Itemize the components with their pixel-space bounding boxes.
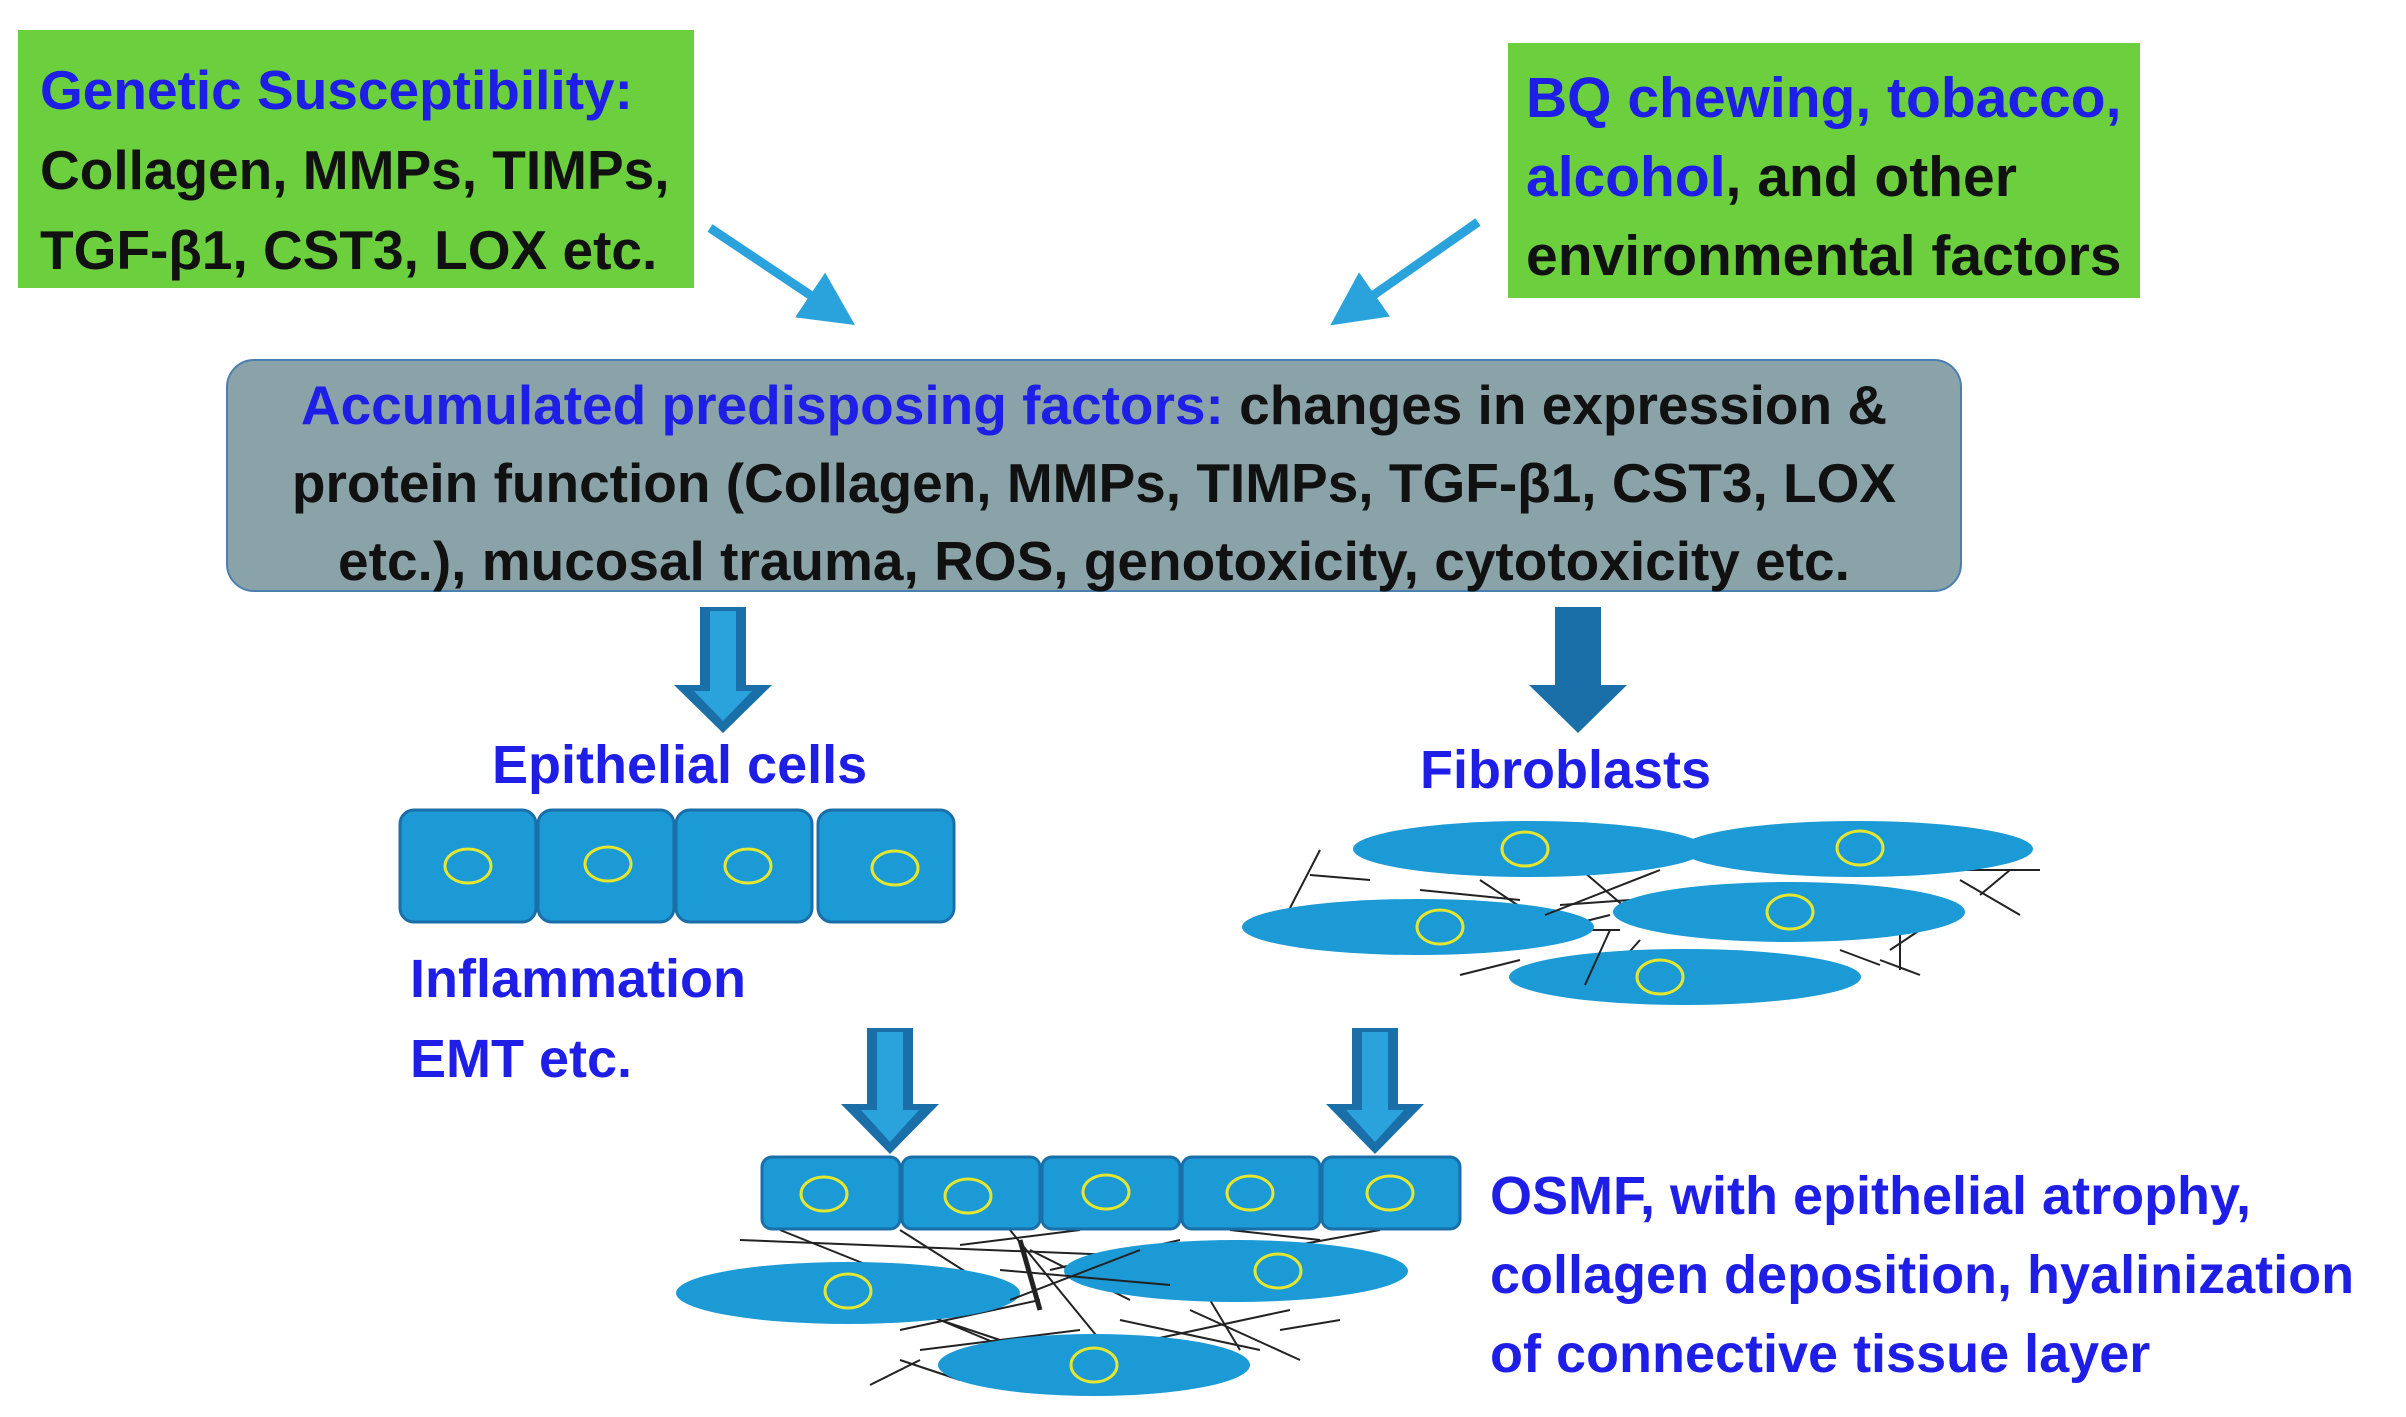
- inflammation-label: Inflammation: [410, 949, 747, 1009]
- epithelial-cells-label: Epithelial cells: [492, 735, 868, 795]
- down-arrow-epithelial: [674, 607, 772, 733]
- arrow-env-to-accum: [1330, 218, 1481, 326]
- genetic-title: Genetic Susceptibility:: [40, 59, 633, 121]
- accum-line2: protein function (Collagen, MMPs, TIMPs,…: [291, 452, 1897, 514]
- env-line2: alcohol, and other: [1526, 138, 2140, 217]
- osmf-tissue: [676, 1155, 1462, 1396]
- osmf-line1: OSMF, with epithelial atrophy,: [1490, 1166, 2252, 1226]
- accum-text1: changes in expression &: [1223, 374, 1888, 436]
- accumulated-factors-box: Accumulated predisposing factors: change…: [226, 359, 1962, 592]
- down-arrow-osmf-right: [1326, 1028, 1424, 1154]
- arrow-genetic-to-accum: [707, 224, 855, 326]
- epithelial-cells: [398, 808, 956, 924]
- down-arrow-osmf-left: [841, 1028, 939, 1154]
- accum-line1: Accumulated predisposing factors: change…: [258, 366, 1930, 444]
- osmf-description: OSMF, with epithelial atrophy, collagen …: [1490, 1157, 2390, 1394]
- environmental-factors-box: BQ chewing, tobacco, alcohol, and other …: [1508, 43, 2140, 298]
- genetic-line1: Collagen, MMPs, TIMPs,: [40, 139, 670, 201]
- env-line2-rest: , and other: [1725, 145, 2017, 209]
- env-line1: BQ chewing, tobacco,: [1526, 66, 2122, 130]
- fibroblasts-label: Fibroblasts: [1420, 740, 1712, 800]
- osmf-line2: collagen deposition, hyalinization: [1490, 1245, 2355, 1305]
- osmf-line3: of connective tissue layer: [1490, 1324, 2151, 1384]
- accum-title: Accumulated predisposing factors:: [300, 374, 1224, 436]
- fibroblasts: [1242, 821, 2040, 1005]
- emt-label: EMT etc.: [410, 1029, 633, 1089]
- down-arrow-fibroblasts: [1529, 607, 1627, 733]
- accum-line3: etc.), mucosal trauma, ROS, genotoxicity…: [338, 530, 1850, 592]
- env-line3: environmental factors: [1526, 224, 2122, 288]
- genetic-susceptibility-box: Genetic Susceptibility: Collagen, MMPs, …: [18, 30, 694, 288]
- genetic-line2: TGF-β1, CST3, LOX etc.: [40, 219, 658, 281]
- env-alcohol: alcohol: [1526, 145, 1726, 209]
